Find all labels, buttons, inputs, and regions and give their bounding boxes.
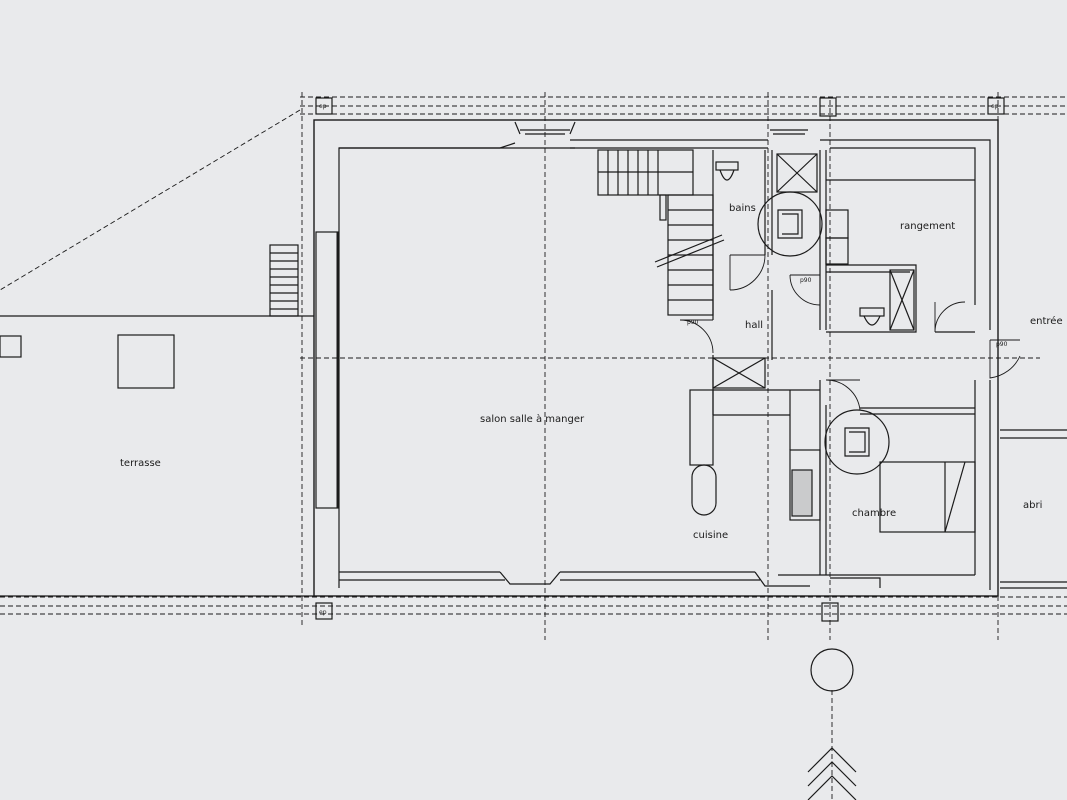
ep-marker-top-right: ep [991,103,999,110]
ep-marker-bottom-left: ep [319,609,327,616]
windows [499,121,881,588]
west-bay-window [315,231,340,509]
north-arrow-icon [807,648,857,800]
room-label-bains: bains [729,203,756,214]
door-tag: p90 [800,277,812,284]
door-swings [679,254,1021,411]
room-label-rangement: rangement [900,221,955,232]
kitchen-counters [689,357,821,521]
bathroom-fixtures [776,153,915,331]
door-tag: p90 [687,319,699,326]
wheelchair-turning-circle-icon [757,191,890,475]
room-label-entree: entrée [1030,315,1063,327]
ep-marker-top-left: ep [319,103,327,110]
room-label-hall: hall [745,320,763,331]
door-tag: p90 [996,341,1008,348]
toilet-icon [715,161,885,326]
bed [879,461,976,533]
terrace [0,244,314,597]
room-label-terrasse: terrasse [120,458,161,469]
room-label-cuisine: cuisine [693,530,728,541]
room-label-abri: abri [1023,500,1042,511]
room-label-salon: salon salle à manger [480,413,585,425]
room-label-chambre: chambre [852,508,896,519]
column-markers [315,97,1005,622]
